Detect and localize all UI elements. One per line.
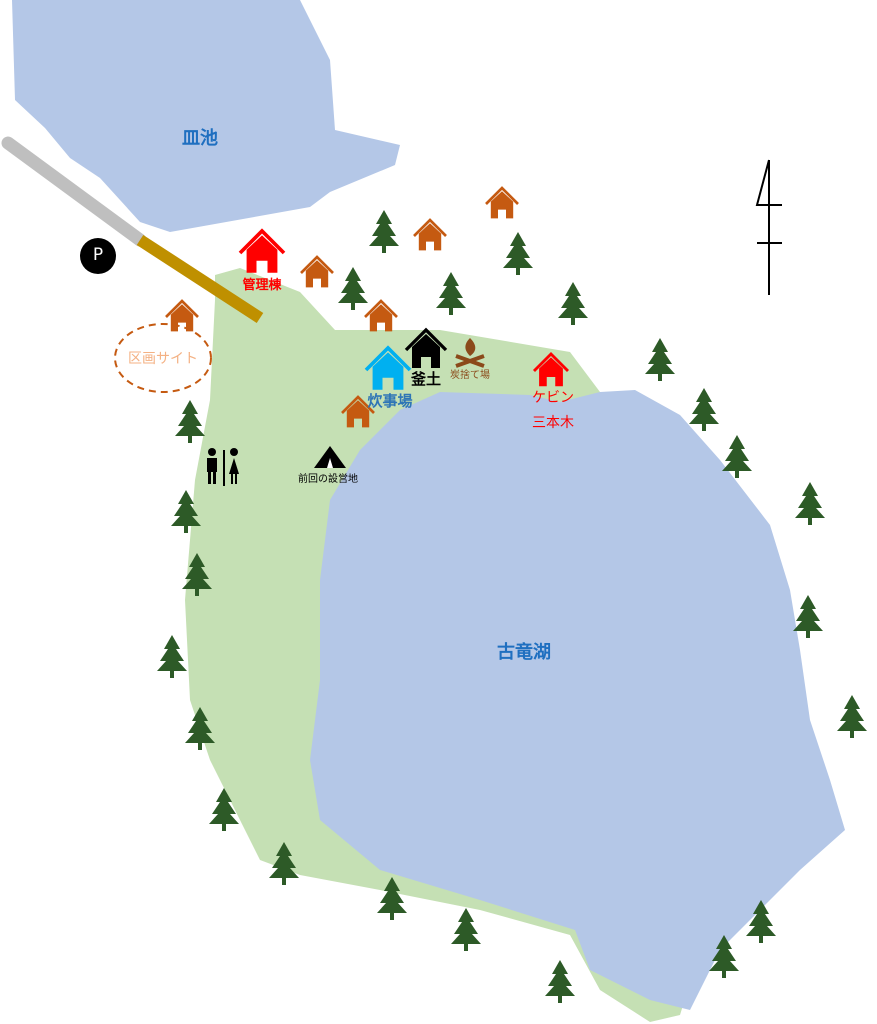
tree-icon (436, 272, 466, 315)
three-trees-label: 三本木 (532, 415, 574, 431)
road-gray (1, 136, 147, 247)
cabin-icon (300, 255, 334, 288)
restroom-icon (207, 448, 239, 486)
tree-icon (746, 900, 776, 943)
office-label: 管理棟 (242, 278, 282, 293)
cabin-icon (364, 299, 398, 332)
upper-pond-label: 皿池 (182, 128, 218, 149)
cabin-icon (413, 218, 447, 251)
tree-icon (182, 553, 212, 596)
parking-icon (80, 238, 116, 274)
tree-icon (503, 232, 533, 275)
tree-icon (689, 388, 719, 431)
cabin-red-icon (532, 351, 570, 387)
tree-icon (722, 435, 752, 478)
tree-icon (175, 400, 205, 443)
last-site-label: 前回の設営地 (298, 474, 358, 485)
tree-icon (545, 960, 575, 1003)
cabin-label: ケビン (532, 390, 574, 406)
kitchen-house-icon (364, 345, 412, 390)
north-arrow-icon (755, 159, 782, 295)
tree-icon (709, 935, 739, 978)
parking-label: P (92, 245, 104, 265)
tree-icon (369, 210, 399, 253)
tree-icon (209, 788, 239, 831)
tree-icon (793, 595, 823, 638)
campfire-icon (455, 338, 485, 368)
tree-icon (451, 908, 481, 951)
kamado-house-icon (404, 327, 448, 368)
lake (310, 390, 845, 1010)
office-house-icon (238, 228, 286, 273)
tree-icon (338, 267, 368, 310)
upper-pond (12, 0, 400, 232)
tree-icon (645, 338, 675, 381)
tree-icon (377, 877, 407, 920)
cabin-icon (165, 299, 199, 332)
tree-icon (837, 695, 867, 738)
cabin-icon (485, 186, 519, 219)
kamado-label: 釜土 (410, 370, 442, 388)
plot-site-outline (114, 323, 212, 393)
lake-label: 古竜湖 (497, 642, 551, 663)
charcoal-label: 炭捨て場 (450, 370, 490, 381)
plot-site-label: 区画サイト (128, 351, 198, 367)
tree-icon (185, 707, 215, 750)
road-gold (136, 234, 264, 324)
tent-icon (314, 446, 346, 468)
tree-icon (171, 490, 201, 533)
tree-icon (269, 842, 299, 885)
tree-icon (795, 482, 825, 525)
tree-icon (558, 282, 588, 325)
tree-icon (157, 635, 187, 678)
cabin-icon (341, 395, 375, 428)
kitchen-label: 炊事場 (367, 392, 413, 410)
